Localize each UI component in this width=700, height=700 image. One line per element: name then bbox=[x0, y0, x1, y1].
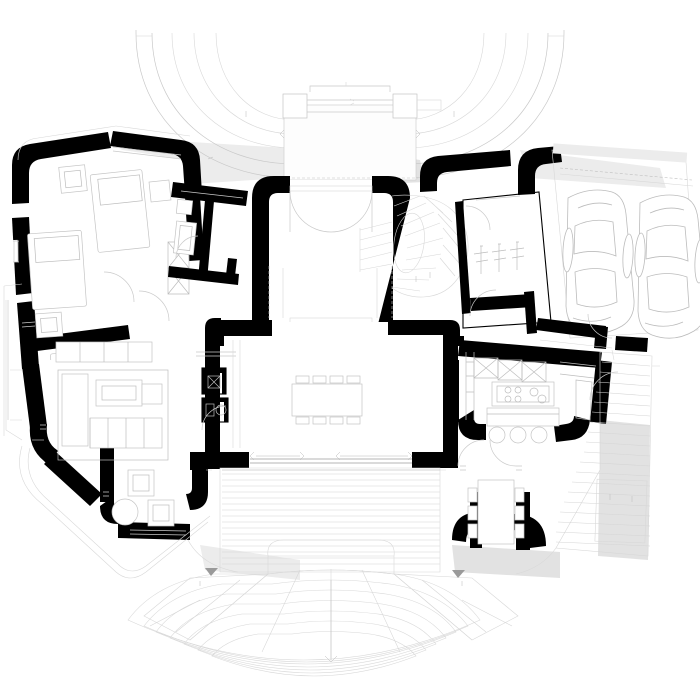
car bbox=[634, 194, 700, 339]
bar-stool bbox=[509, 426, 527, 444]
wall-mud-north bbox=[420, 150, 511, 192]
wall-kitchen-se-curve bbox=[554, 416, 590, 442]
cooktop-burners bbox=[504, 386, 547, 404]
step-landing-left bbox=[143, 573, 269, 641]
curved-terrace-steps bbox=[127, 539, 519, 677]
wall-greatroom-ne bbox=[388, 320, 460, 336]
kitchen-counters bbox=[465, 352, 597, 421]
living-room bbox=[5, 300, 211, 579]
entry-portico bbox=[279, 82, 442, 181]
mudroom bbox=[420, 150, 552, 334]
great-room bbox=[205, 318, 460, 472]
car bbox=[562, 189, 635, 334]
wall-greatroom-nw bbox=[209, 320, 272, 346]
wall-mud-south bbox=[470, 294, 533, 311]
bath-closet-block bbox=[168, 182, 248, 285]
wall-nook-se bbox=[186, 470, 208, 510]
bar-stool bbox=[530, 426, 548, 444]
wall-bath-east bbox=[198, 200, 214, 281]
nightstand bbox=[148, 179, 172, 203]
main-stair bbox=[359, 194, 469, 298]
site-edge-northwest bbox=[17, 125, 191, 161]
armchair bbox=[141, 383, 163, 405]
bed-two bbox=[27, 229, 87, 339]
stair-outer-edge bbox=[391, 194, 469, 298]
coffee-table bbox=[95, 379, 143, 407]
kitchen-island bbox=[486, 381, 560, 444]
island-counter bbox=[486, 407, 560, 427]
door-swing-kitchen-s bbox=[489, 439, 517, 467]
wall-w-mid bbox=[17, 301, 39, 369]
door-swing-kitchen-w bbox=[457, 439, 485, 467]
wall-garage-nw bbox=[518, 146, 562, 195]
wall-bath-south bbox=[168, 266, 239, 285]
door-swing-bedroom2 bbox=[103, 271, 135, 303]
site-edge-southwest bbox=[27, 447, 211, 572]
wall-living-diag bbox=[44, 452, 102, 506]
wall-nook-south bbox=[118, 522, 190, 540]
steps-outer bbox=[127, 569, 481, 661]
site-edge-west bbox=[3, 283, 44, 441]
step-landing-right bbox=[393, 573, 519, 641]
sitting-nook bbox=[111, 469, 175, 527]
master-bed bbox=[58, 164, 172, 253]
terrace-paving-lines bbox=[222, 473, 440, 565]
side-deck bbox=[555, 349, 660, 557]
wall-n-bedroom bbox=[110, 131, 202, 195]
deck-planter bbox=[594, 478, 648, 544]
nightstand bbox=[58, 164, 88, 194]
entrance-hall bbox=[252, 176, 410, 365]
lounge-strip bbox=[55, 341, 153, 363]
portico-column-right bbox=[392, 93, 418, 119]
garage-side-door bbox=[587, 313, 648, 352]
breakfast-table bbox=[467, 479, 525, 545]
deck-boards bbox=[555, 361, 651, 547]
site-edges bbox=[187, 469, 557, 578]
side-table bbox=[111, 498, 139, 526]
armchair bbox=[147, 499, 175, 527]
wall-living-sw-curve bbox=[29, 424, 58, 464]
armchair bbox=[127, 469, 155, 497]
wall-hall-west bbox=[252, 176, 290, 332]
nightstand bbox=[34, 311, 64, 339]
stair-treads bbox=[391, 195, 462, 292]
sofa-group bbox=[57, 369, 169, 461]
rear-glazing bbox=[249, 451, 413, 464]
wall-greatroom-sw bbox=[205, 452, 249, 468]
wall-living-west bbox=[22, 364, 47, 428]
wall-kitchen-east bbox=[590, 360, 612, 424]
kitchen bbox=[443, 336, 619, 550]
portico-column-left bbox=[282, 93, 308, 119]
wall-nw-corner bbox=[12, 132, 111, 204]
dining-table bbox=[291, 375, 363, 425]
garage bbox=[518, 143, 700, 349]
wall-living-south-pier bbox=[100, 440, 114, 502]
dining-chairs bbox=[295, 375, 361, 425]
vanity bbox=[175, 198, 194, 216]
wall-greatroom-se bbox=[412, 452, 458, 468]
entry-double-door bbox=[289, 185, 373, 233]
rear-terrace bbox=[219, 467, 441, 573]
pantry bbox=[473, 357, 547, 383]
sofa bbox=[61, 373, 89, 447]
wall-hall-east bbox=[372, 176, 410, 332]
coat-hooks bbox=[473, 241, 525, 274]
bar-stool bbox=[488, 426, 506, 444]
wall-garage-south-a bbox=[536, 318, 606, 339]
powder-room bbox=[196, 340, 241, 448]
stair-core bbox=[393, 212, 425, 274]
